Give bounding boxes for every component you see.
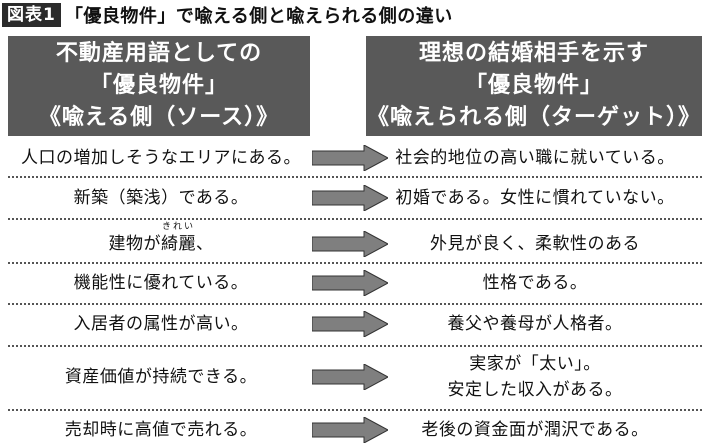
- right-arrow-icon: [312, 184, 388, 211]
- row-divider: [8, 409, 702, 411]
- right-arrow-icon: [312, 417, 388, 443]
- source-cell: 機能性に優れている。: [8, 264, 314, 302]
- ruby-base: 綺麗: [161, 234, 196, 254]
- target-text: 養父や養母が人格者。: [447, 314, 623, 334]
- header-source-line-2: 「優良物件」: [89, 73, 228, 98]
- target-text: 初婚である。女性に慣れていない。: [395, 187, 675, 208]
- target-cell: 養父や養母が人格者。: [368, 305, 702, 343]
- right-arrow-icon: [312, 364, 388, 390]
- target-text: 性格である。: [482, 273, 588, 293]
- target-cell: 実家が「太い」。 安定した収入がある。: [368, 347, 702, 407]
- header-target-line-2: 「優良物件」: [464, 73, 603, 98]
- source-cell: 新築（築浅）である。: [8, 179, 314, 216]
- source-cell: 資産価値が持続できる。: [8, 347, 314, 407]
- target-text: 老後の資金面が潤沢である。: [421, 420, 649, 440]
- header-target-line-3: 《喩えられる側（ターゲット）》: [366, 105, 701, 130]
- target-text: 社会的地位の高い職に就いている。: [395, 147, 675, 168]
- target-cell: 性格である。: [368, 264, 702, 302]
- row-divider: [8, 303, 702, 305]
- figure-number-badge: 図表1: [2, 3, 61, 27]
- source-text: 入居者の属性が高い。: [73, 314, 249, 334]
- row-divider: [8, 176, 702, 178]
- target-text-line-1: 実家が「太い」。: [469, 354, 601, 374]
- target-cell: 社会的地位の高い職に就いている。: [368, 140, 702, 175]
- header-target-line-1: 理想の結婚相手を示す: [418, 41, 649, 66]
- source-cell: 人口の増加しそうなエリアにある。: [8, 140, 314, 175]
- comparison-row: 人口の増加しそうなエリアにある。 社会的地位の高い職に就いている。: [0, 140, 710, 175]
- source-text-suffix: 、: [196, 234, 214, 254]
- row-divider: [8, 218, 702, 220]
- source-text: 売却時に高値で売れる。: [64, 420, 258, 440]
- source-text: 資産価値が持続できる。: [64, 367, 258, 387]
- comparison-row: 新築（築浅）である。 初婚である。女性に慣れていない。: [0, 179, 710, 216]
- target-cell: 老後の資金面が潤沢である。: [368, 412, 702, 448]
- right-arrow-icon: [312, 231, 388, 257]
- source-text: 機能性に優れている。: [73, 273, 249, 293]
- comparison-row: 建物がきれい綺麗、 外見が良く、柔軟性のある: [0, 221, 710, 261]
- figure-title: 「優良物件」で喩える側と喩えられる側の違い: [64, 6, 453, 27]
- right-arrow-icon: [312, 144, 388, 171]
- furigana: きれい: [161, 222, 195, 232]
- source-text-prefix: 建物が: [108, 234, 161, 254]
- row-divider: [8, 262, 702, 264]
- header-source-line-3: 《喩える側（ソース）》: [38, 105, 280, 130]
- target-text: 外見が良く、柔軟性のある: [430, 234, 640, 254]
- target-cell: 初婚である。女性に慣れていない。: [368, 179, 702, 216]
- header-source: 不動産用語としての 「優良物件」 《喩える側（ソース）》: [8, 36, 310, 136]
- figure-title-row: 図表1 「優良物件」で喩える側と喩えられる側の違い: [0, 0, 710, 30]
- header-target: 理想の結婚相手を示す 「優良物件」 《喩えられる側（ターゲット）》: [366, 36, 702, 136]
- source-text: 新築（築浅）である。: [73, 187, 249, 208]
- row-divider: [8, 345, 702, 347]
- comparison-row: 機能性に優れている。 性格である。: [0, 264, 710, 302]
- header-source-line-1: 不動産用語としての: [55, 41, 263, 66]
- comparison-row: 入居者の属性が高い。 養父や養母が人格者。: [0, 305, 710, 343]
- target-text-line-2: 安定した収入がある。: [447, 380, 623, 400]
- comparison-row: 売却時に高値で売れる。 老後の資金面が潤沢である。: [0, 412, 710, 448]
- source-cell: 建物がきれい綺麗、: [8, 221, 314, 261]
- source-cell: 売却時に高値で売れる。: [8, 412, 314, 448]
- ruby-word: きれい綺麗: [161, 222, 196, 257]
- right-arrow-icon: [312, 311, 388, 337]
- source-cell: 入居者の属性が高い。: [8, 305, 314, 343]
- source-text: 建物がきれい綺麗、: [108, 222, 214, 257]
- source-text: 人口の増加しそうなエリアにある。: [21, 147, 301, 168]
- target-cell: 外見が良く、柔軟性のある: [368, 221, 702, 261]
- comparison-row: 資産価値が持続できる。 実家が「太い」。 安定した収入がある。: [0, 347, 710, 407]
- right-arrow-icon: [312, 270, 388, 296]
